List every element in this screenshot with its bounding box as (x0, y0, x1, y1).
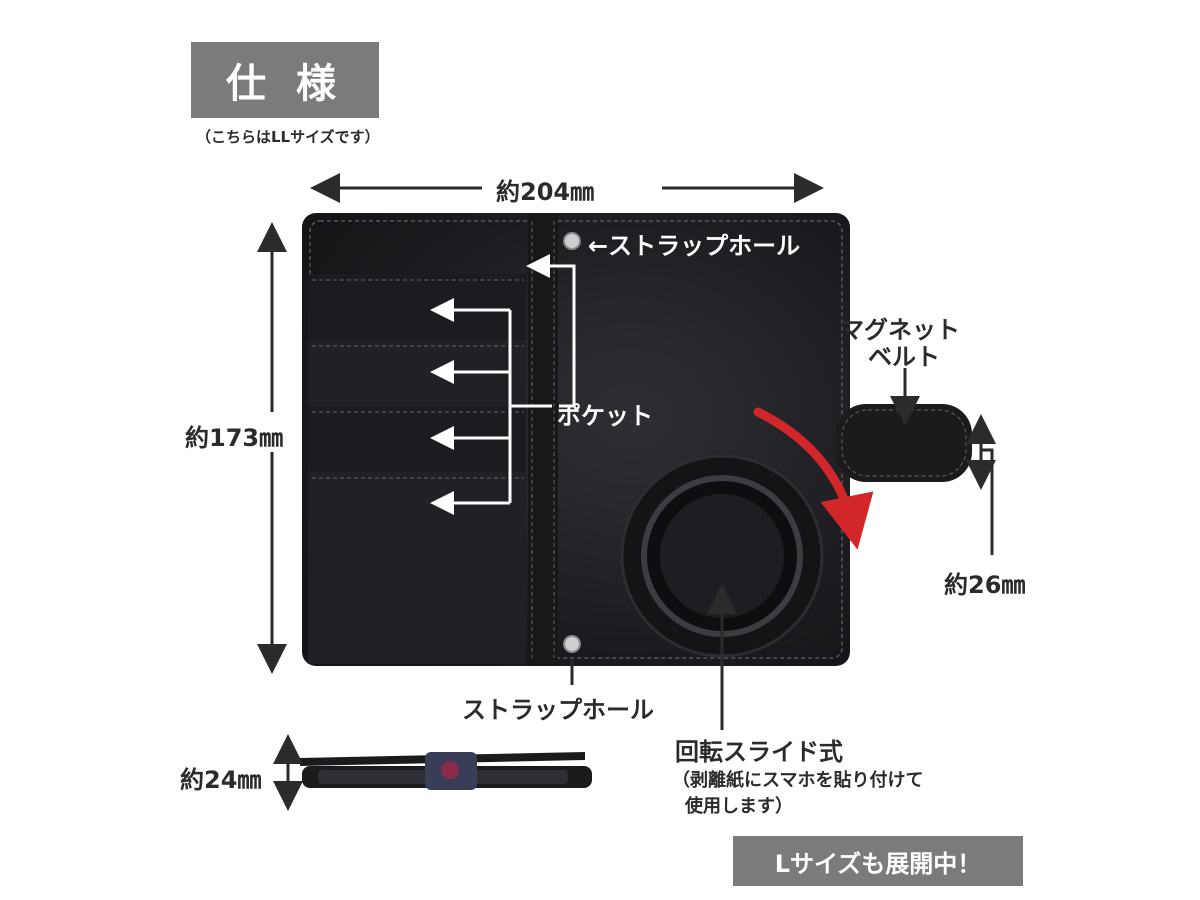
card-pockets (308, 274, 526, 664)
rotate-note-line-2: 使用します） (685, 796, 793, 817)
thickness-label: 約24㎜ (180, 766, 262, 794)
width-label: 約204㎜ (496, 178, 595, 206)
strap-hole-bottom-label: ストラップホール (462, 696, 654, 724)
rotation-arrow-icon (753, 407, 874, 550)
spec-title: 仕 様 (226, 61, 344, 107)
magnet-belt-label-2: ベルト (868, 343, 940, 371)
strap-hole-top-icon (563, 232, 581, 250)
magnet-belt-label-1: マグネット (840, 316, 960, 344)
belt-width-label: 約26㎜ (944, 571, 1026, 599)
rotating-mount (620, 454, 824, 658)
spec-title-badge: 仕 様 (191, 42, 379, 118)
l-size-badge: Lサイズも展開中！ (733, 836, 1023, 886)
pocket-label: ポケット (557, 402, 653, 430)
height-label: 約173㎜ (185, 424, 284, 452)
rotate-note-line-1: （剥離紙にスマホを貼り付けて (672, 770, 924, 791)
strap-hole-bottom-icon (563, 635, 581, 653)
l-size-badge-text: Lサイズも展開中！ (774, 849, 982, 878)
belt-width-dimension (966, 414, 996, 555)
size-note: （こちらはLLサイズです） (196, 128, 380, 146)
case-side-view (300, 752, 592, 790)
wallet-case (302, 213, 972, 666)
pocket-callout-lines (430, 254, 576, 515)
rotate-slide-label: 回転スライド式 (675, 738, 843, 766)
strap-hole-top-label: ←ストラップホール (588, 232, 801, 260)
